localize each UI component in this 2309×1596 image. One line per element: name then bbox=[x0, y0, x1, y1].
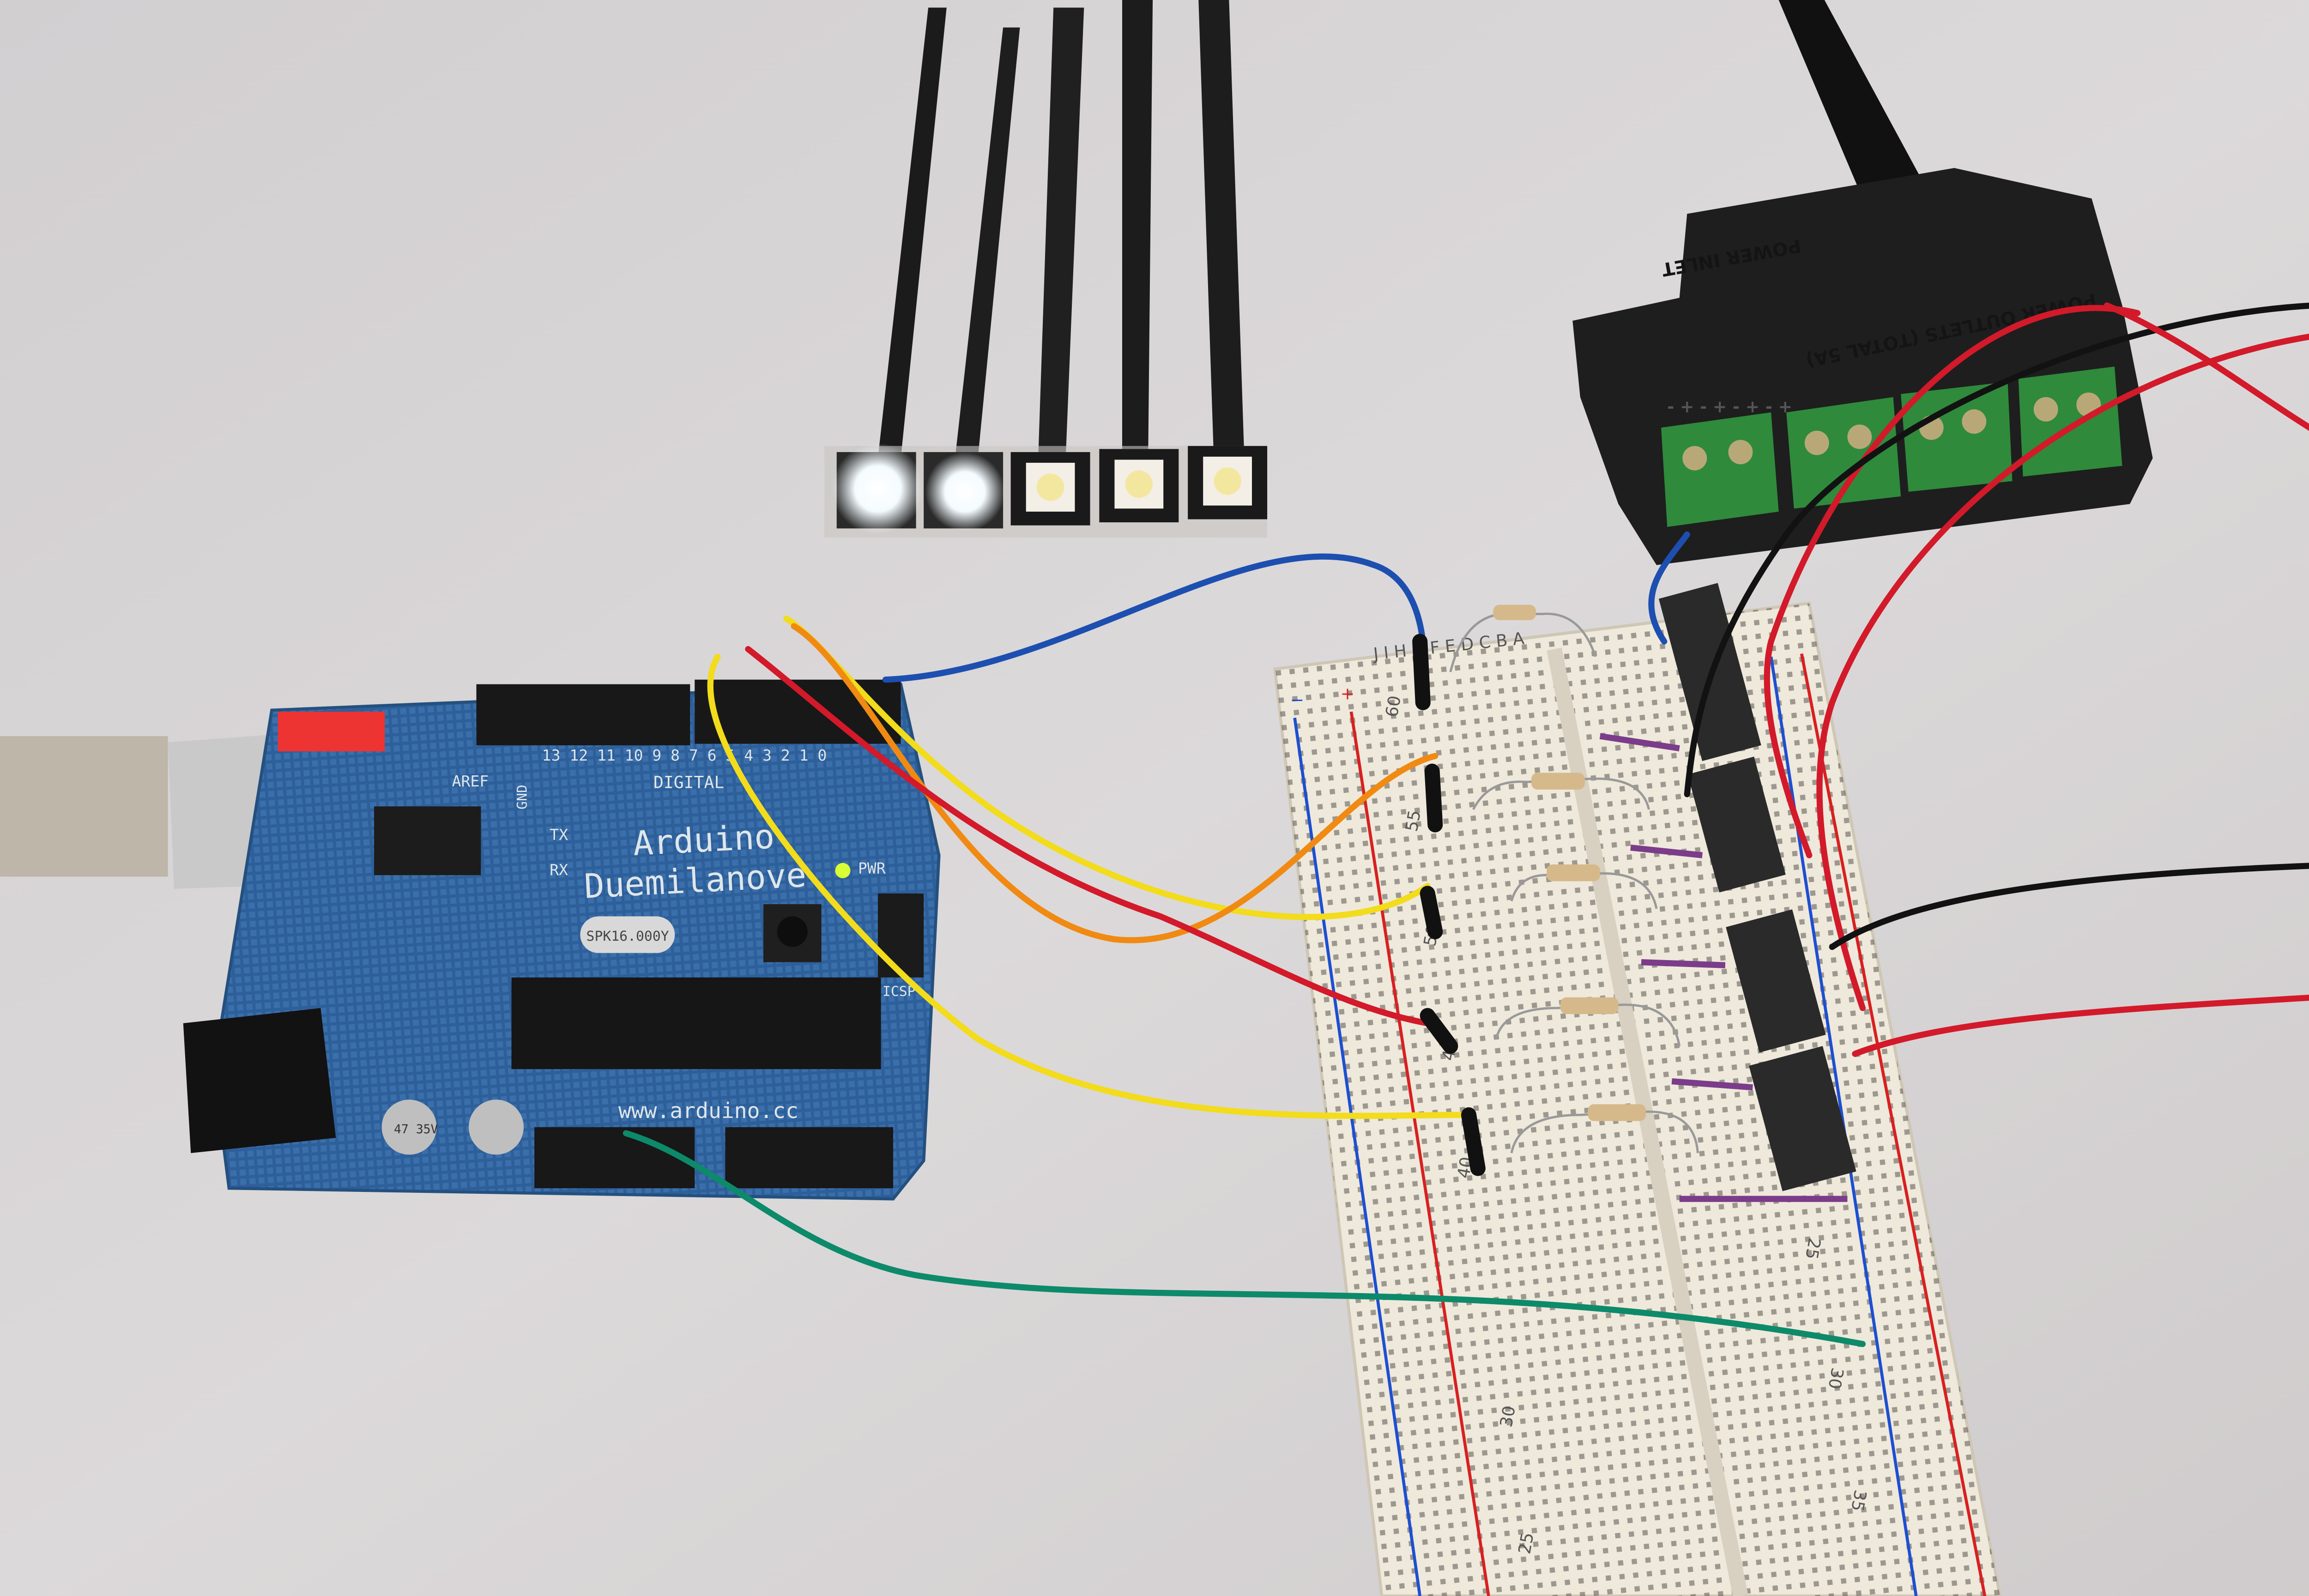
led-strips bbox=[824, 0, 1268, 538]
header-analog bbox=[725, 1127, 894, 1188]
breadboard: − + J I H G F E D C B A 60 55 50 45 40 2… bbox=[1273, 583, 2002, 1596]
row-number: 55 bbox=[1402, 809, 1425, 833]
ftdi-chip bbox=[374, 806, 481, 876]
row-number: 60 bbox=[1382, 694, 1405, 719]
jumper-wires bbox=[623, 302, 2309, 1347]
terminal-block-2 bbox=[1786, 397, 1901, 509]
brand-label: Arduino bbox=[632, 817, 776, 864]
digital-label: DIGITAL bbox=[653, 772, 724, 792]
aref-label: AREF bbox=[452, 772, 489, 790]
wire-red bbox=[745, 646, 1431, 1027]
wire-yellow-2 bbox=[707, 653, 1469, 1119]
power-led bbox=[835, 863, 851, 878]
row-number: 30 bbox=[1824, 1366, 1847, 1390]
polarity-label: - + - + - + - + bbox=[1667, 397, 1792, 417]
terminal-block-3 bbox=[1901, 381, 2013, 492]
atmega-chip bbox=[511, 977, 881, 1070]
crystal-label: SPK16.000Y bbox=[586, 928, 669, 944]
rail-minus-label: − bbox=[1290, 690, 1304, 710]
crystal bbox=[580, 916, 675, 953]
row-number: 25 bbox=[1801, 1236, 1825, 1261]
wire-green bbox=[623, 1130, 1866, 1347]
power-wire-red-4 bbox=[1852, 994, 2309, 1057]
power-wire-blue bbox=[1648, 531, 1690, 645]
gnd-label: GND bbox=[514, 785, 531, 810]
capacitor-label: 47 35V bbox=[394, 1122, 438, 1137]
power-splitter: POWER INLET POWER OUTLETS (TOTAL 5A) - +… bbox=[1572, 0, 2153, 565]
row-number: 35 bbox=[1847, 1488, 1870, 1513]
made-in-italy-flag bbox=[278, 712, 385, 752]
rail-plus-right bbox=[1800, 653, 1987, 1596]
rail-minus-left bbox=[1293, 717, 1421, 1596]
wire-orange bbox=[791, 623, 1439, 943]
row-numbers-lower: 30 25 bbox=[1496, 1404, 1538, 1556]
row-number: 25 bbox=[1514, 1531, 1537, 1555]
arduino-board: 47 35V SPK16.000Y AREF 13 12 11 10 9 8 7… bbox=[183, 679, 941, 1201]
terminal-block-1 bbox=[1661, 412, 1779, 527]
header-digital-high bbox=[476, 684, 690, 745]
power-wire-black-2 bbox=[1829, 863, 2309, 950]
power-wire-black-1 bbox=[1684, 302, 2309, 798]
icsp-label: ICSP bbox=[882, 983, 916, 999]
capacitor bbox=[381, 1100, 437, 1155]
terminal-block-4 bbox=[2018, 366, 2122, 477]
icsp-header bbox=[878, 893, 924, 978]
power-wire-red-3 bbox=[2103, 302, 2309, 431]
url-label: www.arduino.cc bbox=[618, 1098, 798, 1123]
pin-numbers: 13 12 11 10 9 8 7 6 5 4 3 2 1 0 bbox=[542, 746, 827, 764]
rx-label: RX bbox=[550, 861, 568, 879]
power-jack bbox=[183, 1008, 336, 1153]
pwr-label: PWR bbox=[858, 859, 886, 877]
rail-plus-left bbox=[1349, 711, 1490, 1596]
wire-blue bbox=[882, 553, 1427, 690]
row-number: 30 bbox=[1496, 1404, 1519, 1429]
tx-label: TX bbox=[550, 826, 568, 844]
power-wire-red-1 bbox=[1764, 305, 2141, 858]
header-power bbox=[534, 1127, 695, 1188]
row-numbers-right: 25 30 35 bbox=[1801, 1236, 1871, 1513]
power-wire-red-2 bbox=[1816, 333, 2309, 1011]
rail-plus-label: + bbox=[1341, 684, 1354, 704]
